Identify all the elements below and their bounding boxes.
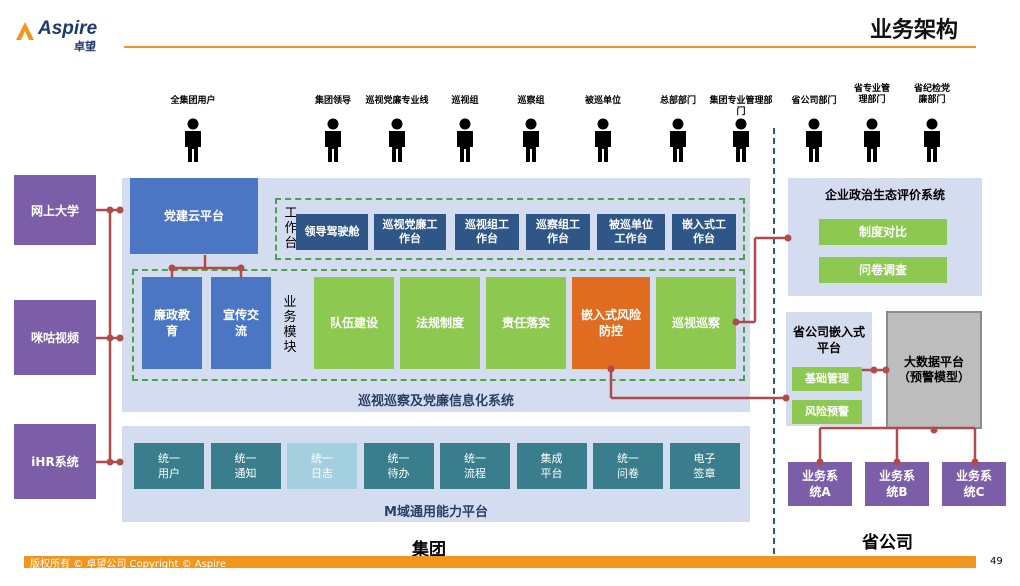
person-icon — [182, 118, 204, 164]
person-icon — [520, 118, 542, 164]
patrol-system-caption: 巡视巡察及党廉信息化系统 — [357, 394, 514, 409]
embedded-item-basic-mgmt: 基础管理 — [792, 367, 862, 391]
m-platform-item: 统一流程 — [440, 443, 510, 489]
group-label: 集团 — [412, 540, 446, 560]
module-integrity-education: 廉政教育 — [142, 277, 202, 369]
user-label: 省纪检党廉部门 — [913, 84, 950, 105]
workbench-item: 领导驾驶舱 — [296, 214, 368, 250]
workbench-group — [275, 198, 745, 260]
person-icon — [386, 118, 408, 164]
m-platform-item: 统一问卷 — [593, 443, 663, 489]
person-icon — [454, 118, 476, 164]
party-cloud-platform: 党建云平台 — [130, 178, 258, 254]
business-system-c: 业务系统C — [942, 462, 1006, 506]
province-label: 省公司 — [862, 533, 913, 553]
user-label: 集团专业管理部门 — [709, 96, 773, 117]
footer-copyright: 版权所有 © 卓望公司 Copyright © Aspire — [30, 558, 226, 570]
module-regulations: 法规制度 — [400, 277, 480, 369]
eval-item-survey: 问卷调查 — [819, 257, 947, 283]
person-icon — [921, 118, 943, 164]
logo-text: Aspire — [38, 18, 98, 39]
workbench-item: 巡视党廉工作台 — [374, 214, 446, 250]
module-patrol-inspection: 巡视巡察 — [656, 277, 736, 369]
business-system-a: 业务系统A — [788, 462, 852, 506]
workbench-label: 工作台 — [284, 206, 298, 251]
person-icon — [730, 118, 752, 164]
m-platform-caption: M域通用能力平台 — [384, 505, 488, 520]
workbench-item: 被巡单位工作台 — [597, 214, 665, 250]
m-platform-item: 统一通知 — [210, 443, 281, 489]
user-label: 总部部门 — [659, 96, 696, 106]
node-online-university: 网上大学 — [14, 175, 96, 245]
module-embedded-risk-control: 嵌入式风险防控 — [572, 277, 650, 369]
footer-bar: 版权所有 © 卓望公司 Copyright © Aspire — [24, 556, 976, 570]
person-icon — [322, 118, 344, 164]
big-data-platform: 大数据平台（预警模型） — [886, 311, 982, 429]
m-platform-item: 统一用户 — [134, 443, 204, 489]
user-label: 集团领导 — [314, 96, 351, 106]
business-module-group — [132, 269, 745, 381]
person-icon — [592, 118, 614, 164]
workbench-item: 巡视组工作台 — [455, 214, 519, 250]
embedded-item-risk-alert: 风险预警 — [792, 400, 862, 424]
user-label: 省专业管理部门 — [853, 84, 890, 105]
user-label: 巡视组 — [451, 96, 479, 106]
logo: Aspire 卓望 — [14, 14, 124, 54]
user-label: 巡察组 — [517, 96, 545, 106]
module-team-building: 队伍建设 — [314, 277, 394, 369]
page-title: 业务架构 — [870, 18, 959, 43]
module-publicity-exchange: 宣传交流 — [211, 277, 271, 369]
business-module-label: 业务模块 — [283, 295, 297, 355]
workbench-item: 嵌入式工作台 — [672, 214, 736, 250]
m-platform-item: 统一待办 — [363, 443, 434, 489]
logo-mark-icon — [16, 22, 34, 40]
user-label: 全集团用户 — [170, 96, 216, 106]
header-rule — [124, 46, 976, 48]
module-responsibility: 责任落实 — [486, 277, 566, 369]
person-icon — [667, 118, 689, 164]
person-icon — [861, 118, 883, 164]
group-province-divider — [773, 128, 775, 554]
logo-cn-text: 卓望 — [74, 40, 96, 53]
eval-item-policy-compare: 制度对比 — [819, 219, 947, 245]
person-icon — [803, 118, 825, 164]
user-label: 省公司部门 — [791, 96, 837, 106]
m-platform-item: 统一日志 — [287, 443, 357, 489]
workbench-item: 巡察组工作台 — [526, 214, 590, 250]
user-label: 被巡单位 — [584, 96, 621, 106]
node-ihr-system: iHR系统 — [14, 424, 96, 499]
eval-system-title: 企业政治生态评价系统 — [824, 188, 945, 202]
business-system-b: 业务系统B — [865, 462, 929, 506]
embedded-platform-title: 省公司嵌入式平台 — [792, 325, 865, 355]
m-platform-item: 集成平台 — [516, 443, 587, 489]
page-number: 49 — [990, 556, 1003, 567]
m-platform-item: 电子签章 — [669, 443, 740, 489]
node-migu-video: 咪咕视频 — [14, 300, 96, 375]
user-label: 巡视党廉专业线 — [365, 96, 429, 106]
